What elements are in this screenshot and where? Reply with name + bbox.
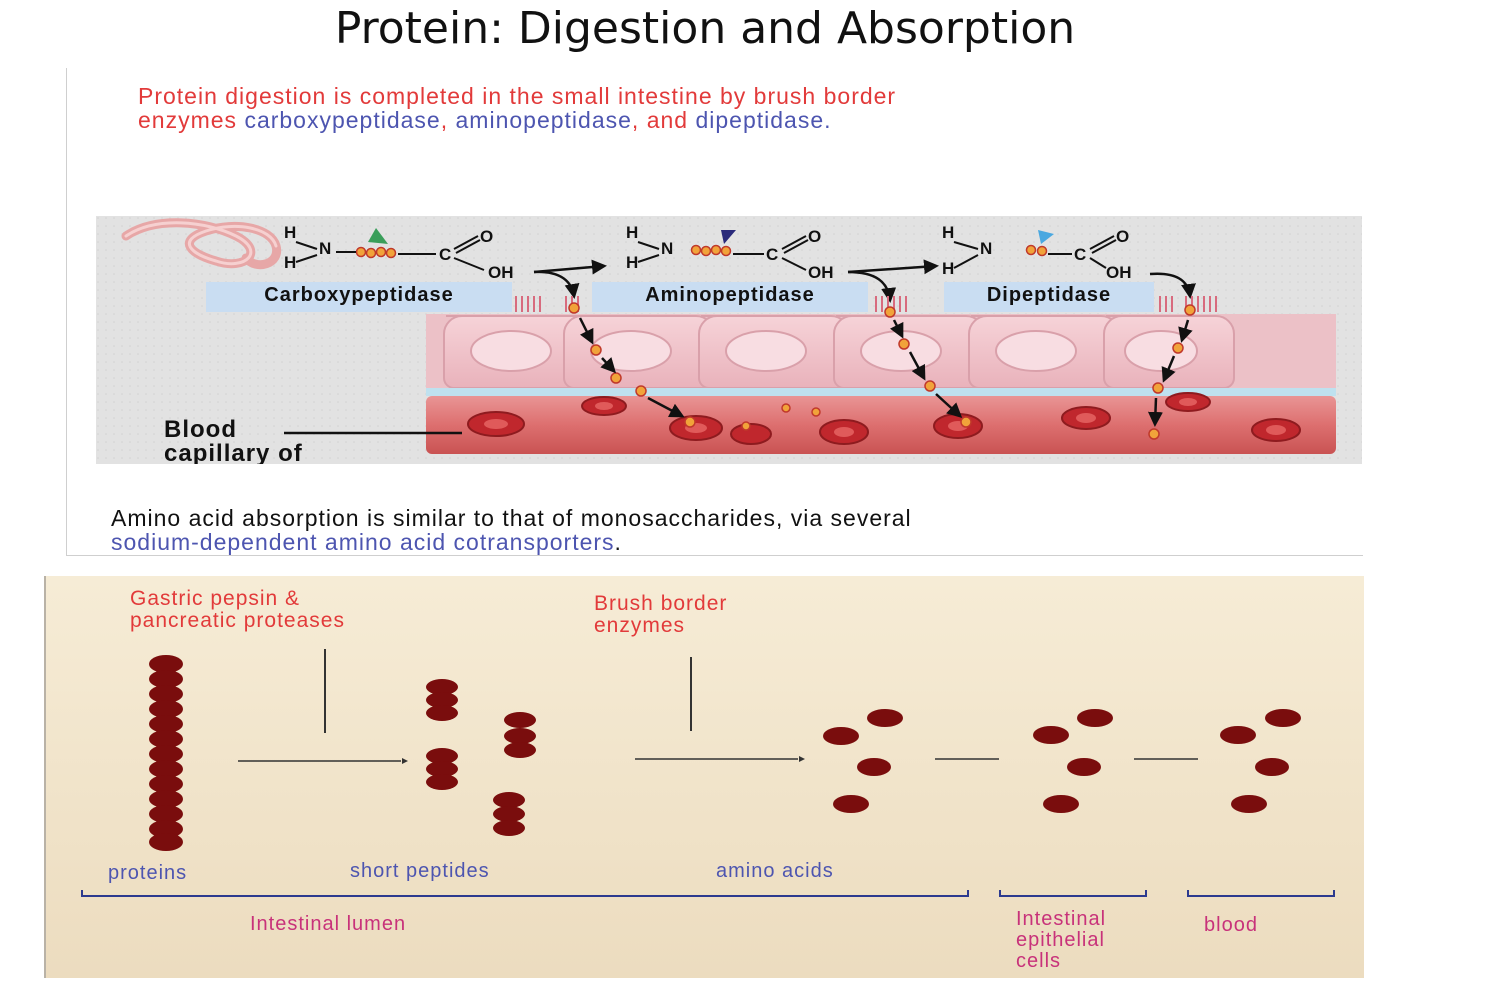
epithelial-cell-layer <box>426 314 1336 390</box>
bracket-blood <box>1187 890 1335 897</box>
protein-chain-icon <box>149 655 183 851</box>
intestinal-wall-illustration: HHN C O OH HHN C O OH HHN <box>96 216 1362 464</box>
arrow-1-to-2 <box>533 259 607 275</box>
blood-label-line2: capillary of <box>164 440 303 465</box>
stage-label-amino-acids: amino acids <box>716 860 834 882</box>
region-label-epithelial: Intestinal epithelial cells <box>1016 909 1106 972</box>
label-brush-border-enzymes: Brush border enzymes <box>594 593 727 637</box>
amino-acids-epithelium-icon <box>1033 709 1113 813</box>
svg-text:C: C <box>1074 245 1086 264</box>
outro-period: . <box>614 529 622 555</box>
svg-text:OH: OH <box>1106 263 1132 282</box>
epithelial-line2: epithelial <box>1016 929 1105 951</box>
intro-separator-2: , and <box>631 107 696 133</box>
peptide-molecule-2: HH N C O OH <box>626 223 834 282</box>
svg-text:N: N <box>980 239 992 258</box>
blue-amino-acid-icon <box>1038 230 1054 244</box>
bracket-lumen <box>81 890 969 897</box>
svg-text:C: C <box>766 245 778 264</box>
enzyme-label-dipeptidase: Dipeptidase <box>986 284 1112 306</box>
navy-amino-acid-icon <box>721 230 736 244</box>
svg-text:H: H <box>284 223 296 242</box>
blood-capillary-label: Blood capillary of <box>164 418 303 464</box>
svg-text:H: H <box>284 253 296 272</box>
absorption-arrows <box>578 317 1193 427</box>
svg-text:H: H <box>626 253 638 272</box>
blood-label-line1: Blood <box>164 418 237 443</box>
svg-text:OH: OH <box>488 263 514 282</box>
enzyme-label-carboxypeptidase: Carboxypeptidase <box>264 284 454 306</box>
svg-text:OH: OH <box>808 263 834 282</box>
intro-separator-1: , <box>440 107 456 133</box>
svg-text:C: C <box>439 245 451 264</box>
page-title: Protein: Digestion and Absorption <box>334 3 1076 54</box>
svg-text:O: O <box>1116 227 1129 246</box>
absorbed-amino-acids <box>568 302 1196 440</box>
basement-membrane <box>426 388 1336 396</box>
digestion-flow-panel: Gastric pepsin & pancreatic proteases Br… <box>44 576 1364 978</box>
intro-text: Protein digestion is completed in the sm… <box>138 84 1338 132</box>
brush-line1: Brush border <box>594 592 728 615</box>
peptide-molecule-1: HH N C O OH <box>284 223 514 282</box>
intro-period: . <box>824 107 832 133</box>
region-label-lumen: Intestinal lumen <box>250 913 407 935</box>
enzyme-label-aminopeptidase: Aminopeptidase <box>645 284 815 306</box>
short-peptides-icon <box>426 679 536 836</box>
intro-aminopeptidase: aminopeptidase <box>455 107 632 133</box>
outro-cotransporters: sodium-dependent amino acid cotransporte… <box>111 529 615 555</box>
brush-line2: enzymes <box>594 614 686 637</box>
blood-capillary <box>426 392 1336 454</box>
flow-diagram <box>81 649 1335 897</box>
amino-acids-lumen-icon <box>823 709 903 813</box>
svg-text:O: O <box>808 227 821 246</box>
gastric-line2: pancreatic proteases <box>130 609 345 632</box>
stage-label-short-peptides: short peptides <box>350 860 490 882</box>
arrow-2-to-3 <box>847 259 939 275</box>
enzyme-label-box-2 <box>592 282 868 312</box>
svg-text:N: N <box>661 239 673 258</box>
epithelial-line3: cells <box>1016 950 1062 972</box>
region-label-blood: blood <box>1204 914 1258 936</box>
stage-label-proteins: proteins <box>108 862 188 884</box>
dipeptide-molecule: HH N C O OH <box>942 223 1132 282</box>
intro-red-line1: Protein digestion is completed in the sm… <box>138 83 897 109</box>
gastric-line1: Gastric pepsin & <box>130 587 301 610</box>
svg-text:N: N <box>319 239 331 258</box>
enzyme-label-box-1 <box>206 282 512 312</box>
outro-line1: Amino acid absorption is similar to that… <box>111 505 912 531</box>
epithelial-line1: Intestinal <box>1016 908 1107 930</box>
outro-text: Amino acid absorption is similar to that… <box>111 506 1341 554</box>
enzyme-label-box-3 <box>944 282 1154 312</box>
svg-text:H: H <box>942 259 954 278</box>
green-amino-acid-icon <box>368 228 388 244</box>
label-gastric-proteases: Gastric pepsin & pancreatic proteases <box>130 588 345 632</box>
svg-text:H: H <box>626 223 638 242</box>
svg-text:O: O <box>480 227 493 246</box>
intro-red-enzymes: enzymes <box>138 107 245 133</box>
bracket-epithelial <box>999 890 1147 897</box>
amino-acids-blood-icon <box>1220 709 1301 813</box>
svg-text:H: H <box>942 223 954 242</box>
intro-dipeptidase: dipeptidase <box>695 107 825 133</box>
region-brackets <box>81 890 1335 897</box>
intro-carboxypeptidase: carboxypeptidase <box>244 107 441 133</box>
